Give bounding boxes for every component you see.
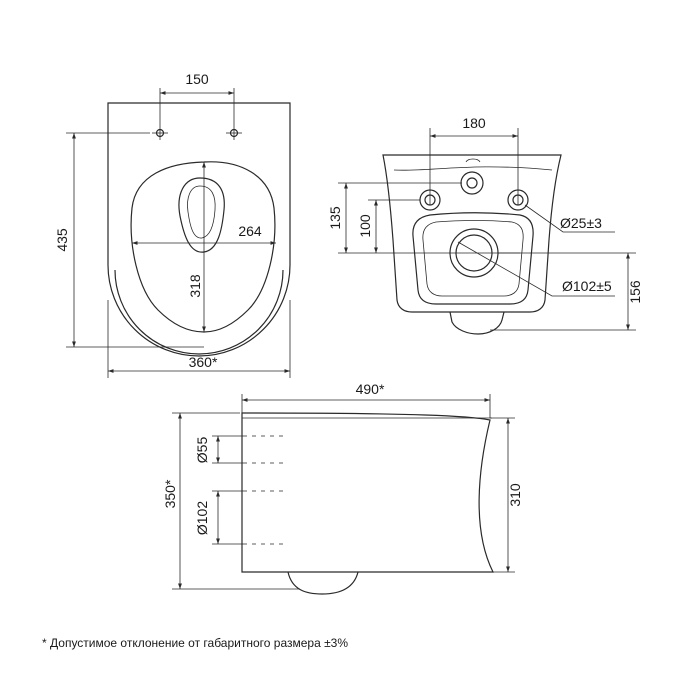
side-view: Ø55 Ø102 350* 490* 310	[162, 381, 523, 595]
side-view-dim-height: 310	[507, 483, 523, 507]
top-view-drain-inner	[187, 185, 216, 239]
top-view-dim-360: 360*	[189, 354, 218, 370]
rear-view-dim-100: 100	[357, 214, 373, 238]
rear-view-flange	[449, 311, 505, 335]
tolerance-footnote: * Допустимое отклонение от габаритного р…	[42, 636, 349, 650]
side-view-dim-length: 490*	[356, 381, 385, 397]
top-view-dim-435: 435	[54, 228, 70, 252]
side-view-outline	[241, 412, 494, 573]
rear-view-outline	[382, 154, 562, 313]
rear-view-top-edge	[393, 166, 553, 171]
top-view-dim-318: 318	[187, 274, 203, 298]
rear-view-leader-outlet	[457, 241, 615, 297]
rear-view-leader-bolt-hole	[524, 204, 615, 233]
rear-view-bowl	[412, 212, 534, 305]
side-view-dim-outlet: Ø102	[194, 501, 210, 535]
rear-view-dim-outlet: Ø102±5	[562, 278, 612, 294]
side-view-dim-inlet: Ø55	[194, 437, 210, 464]
rear-view-dim-135: 135	[327, 206, 343, 230]
rear-view: 180 135 100 Ø25±3 Ø102±5 156	[327, 115, 643, 335]
top-view-bowl-opening	[130, 161, 276, 333]
rear-view-dim-180: 180	[462, 115, 486, 131]
side-view-dim-total-height: 350*	[162, 479, 178, 508]
top-view-dim-150: 150	[185, 71, 209, 87]
rear-view-dim-156: 156	[627, 280, 643, 304]
top-view-dim-264: 264	[238, 223, 262, 239]
top-view-drain	[178, 177, 225, 253]
rear-view-dim-bolt-hole: Ø25±3	[560, 215, 602, 231]
top-view-outline	[107, 102, 291, 357]
top-view: 150 435 264 318 360*	[54, 71, 291, 378]
top-view-inner-rim	[114, 269, 284, 355]
rear-view-hole-center	[460, 171, 484, 195]
